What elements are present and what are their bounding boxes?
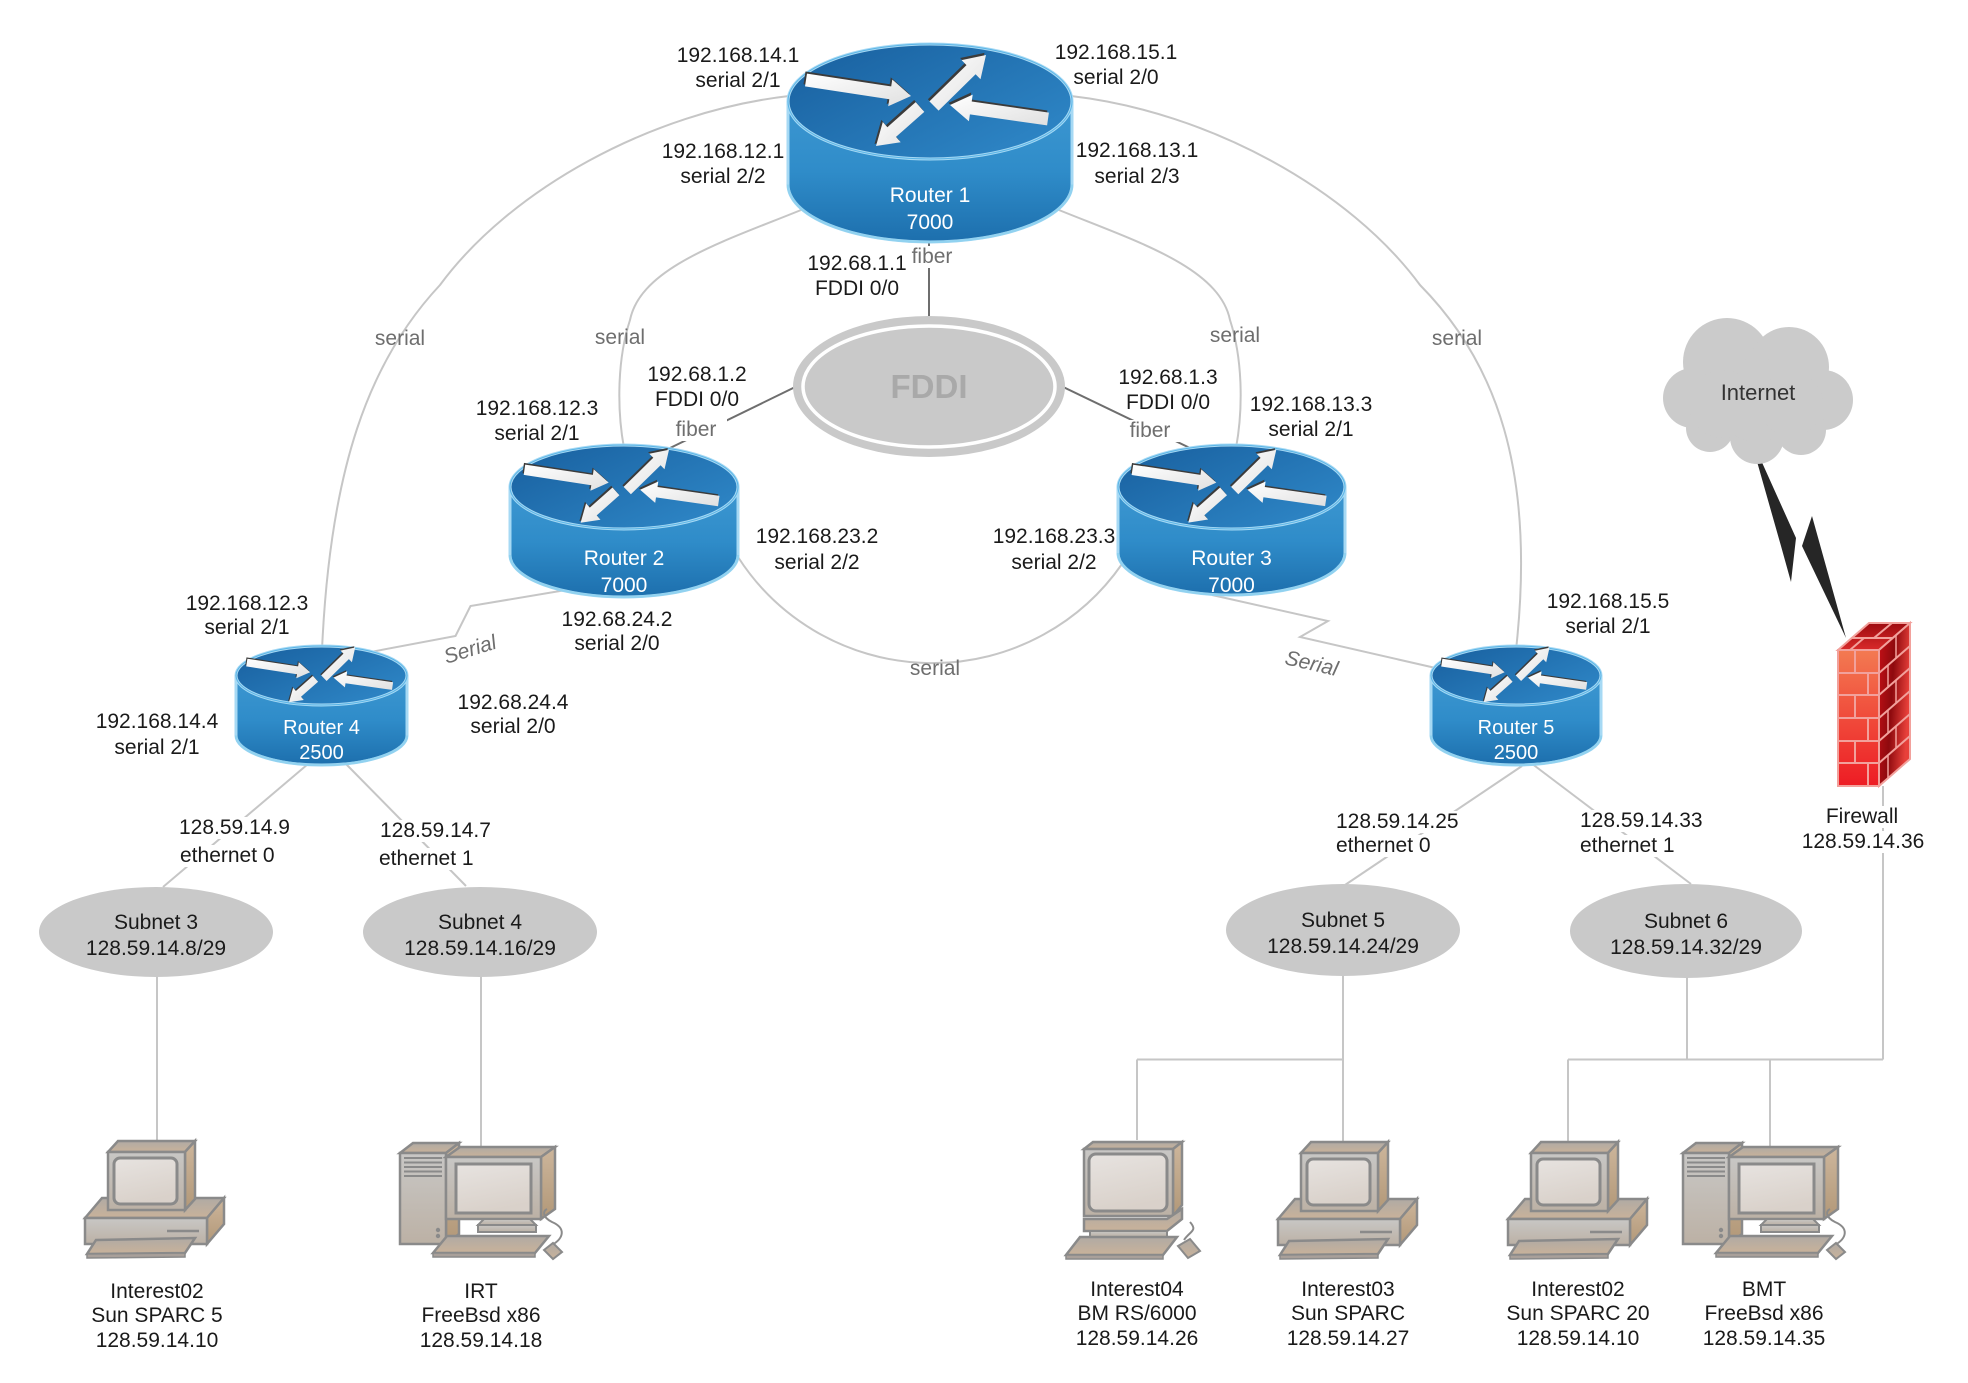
svg-text:192.168.23.2: 192.168.23.2 [756, 525, 879, 548]
svg-text:Firewall: Firewall [1826, 805, 1898, 828]
svg-text:Router 3: Router 3 [1191, 547, 1272, 570]
svg-text:ethernet 0: ethernet 0 [180, 844, 275, 867]
svg-text:serial: serial [910, 657, 960, 680]
svg-text:Router 4: Router 4 [283, 717, 360, 739]
svg-text:serial 2/3: serial 2/3 [1094, 165, 1179, 188]
svg-text:128.59.14.8/29: 128.59.14.8/29 [86, 937, 226, 960]
svg-text:serial 2/1: serial 2/1 [204, 616, 289, 639]
svg-text:192.168.13.3: 192.168.13.3 [1250, 393, 1373, 416]
svg-text:192.168.14.4: 192.168.14.4 [96, 710, 219, 733]
svg-text:FDDI 0/0: FDDI 0/0 [815, 277, 899, 300]
svg-text:serial 2/1: serial 2/1 [494, 422, 579, 445]
svg-text:Interest03: Interest03 [1301, 1278, 1394, 1301]
svg-text:Sun SPARC 20: Sun SPARC 20 [1506, 1302, 1649, 1325]
svg-text:128.59.14.27: 128.59.14.27 [1287, 1327, 1410, 1350]
svg-text:FDDI 0/0: FDDI 0/0 [1126, 391, 1210, 414]
svg-text:fiber: fiber [912, 245, 953, 268]
svg-text:fiber: fiber [676, 418, 717, 441]
svg-text:serial 2/0: serial 2/0 [1073, 66, 1158, 89]
svg-text:192.168.15.1: 192.168.15.1 [1055, 41, 1178, 64]
svg-text:FreeBsd x86: FreeBsd x86 [1704, 1302, 1823, 1325]
svg-text:serial 2/1: serial 2/1 [1268, 418, 1353, 441]
svg-text:serial: serial [595, 326, 645, 349]
svg-text:serial 2/2: serial 2/2 [774, 551, 859, 574]
svg-text:serial 2/1: serial 2/1 [695, 69, 780, 92]
svg-text:128.59.14.24/29: 128.59.14.24/29 [1267, 935, 1419, 958]
svg-text:Router 1: Router 1 [890, 184, 971, 207]
svg-text:7000: 7000 [1208, 574, 1255, 597]
svg-text:192.168.23.3: 192.168.23.3 [993, 525, 1116, 548]
svg-text:Sun SPARC: Sun SPARC [1291, 1302, 1405, 1325]
svg-text:Interest02: Interest02 [110, 1280, 203, 1303]
svg-text:128.59.14.9: 128.59.14.9 [179, 816, 290, 839]
svg-text:Interest02: Interest02 [1531, 1278, 1624, 1301]
svg-text:Sun SPARC 5: Sun SPARC 5 [91, 1304, 223, 1327]
svg-text:Subnet 6: Subnet 6 [1644, 910, 1728, 933]
svg-text:192.168.12.3: 192.168.12.3 [186, 592, 309, 615]
svg-text:192.168.12.3: 192.168.12.3 [476, 397, 599, 420]
svg-text:192.68.1.2: 192.68.1.2 [647, 363, 746, 386]
svg-text:ethernet 1: ethernet 1 [379, 847, 474, 870]
svg-text:ethernet 1: ethernet 1 [1580, 834, 1675, 857]
svg-text:2500: 2500 [1494, 742, 1539, 764]
svg-text:192.68.1.3: 192.68.1.3 [1118, 366, 1217, 389]
svg-text:192.168.13.1: 192.168.13.1 [1076, 139, 1199, 162]
svg-text:Interest04: Interest04 [1090, 1278, 1184, 1301]
svg-text:FreeBsd x86: FreeBsd x86 [421, 1304, 540, 1327]
svg-text:Router 2: Router 2 [584, 547, 665, 570]
svg-text:192.168.15.5: 192.168.15.5 [1547, 590, 1670, 613]
svg-text:128.59.14.35: 128.59.14.35 [1703, 1327, 1826, 1350]
svg-text:192.68.24.4: 192.68.24.4 [458, 691, 569, 714]
svg-text:2500: 2500 [299, 742, 344, 764]
svg-text:serial: serial [1432, 327, 1482, 350]
svg-text:BM RS/6000: BM RS/6000 [1077, 1302, 1196, 1325]
svg-text:192.68.1.1: 192.68.1.1 [807, 252, 906, 275]
svg-text:128.59.14.10: 128.59.14.10 [96, 1329, 219, 1352]
svg-text:128.59.14.7: 128.59.14.7 [380, 819, 491, 842]
svg-text:Router 5: Router 5 [1478, 717, 1555, 739]
svg-text:128.59.14.32/29: 128.59.14.32/29 [1610, 936, 1762, 959]
svg-text:128.59.14.26: 128.59.14.26 [1076, 1327, 1199, 1350]
svg-text:192.168.12.1: 192.168.12.1 [662, 140, 785, 163]
svg-text:128.59.14.25: 128.59.14.25 [1336, 810, 1459, 833]
svg-text:ethernet 0: ethernet 0 [1336, 834, 1431, 857]
svg-text:192.68.24.2: 192.68.24.2 [562, 608, 673, 631]
svg-text:serial: serial [375, 327, 425, 350]
svg-text:serial: serial [1210, 324, 1260, 347]
svg-text:serial 2/1: serial 2/1 [114, 736, 199, 759]
svg-text:serial 2/2: serial 2/2 [680, 165, 765, 188]
svg-text:128.59.14.36: 128.59.14.36 [1802, 830, 1925, 853]
svg-text:Subnet 5: Subnet 5 [1301, 909, 1385, 932]
svg-text:serial 2/0: serial 2/0 [574, 632, 659, 655]
svg-text:fiber: fiber [1130, 419, 1171, 442]
svg-text:7000: 7000 [907, 211, 954, 234]
svg-text:7000: 7000 [601, 574, 648, 597]
svg-text:serial 2/0: serial 2/0 [470, 715, 555, 738]
svg-text:128.59.14.33: 128.59.14.33 [1580, 809, 1703, 832]
svg-text:128.59.14.18: 128.59.14.18 [420, 1329, 543, 1352]
svg-text:192.168.14.1: 192.168.14.1 [677, 44, 800, 67]
svg-text:serial 2/2: serial 2/2 [1011, 551, 1096, 574]
svg-text:Subnet 4: Subnet 4 [438, 911, 522, 934]
svg-text:128.59.14.16/29: 128.59.14.16/29 [404, 937, 556, 960]
svg-text:Subnet 3: Subnet 3 [114, 911, 198, 934]
svg-text:IRT: IRT [464, 1280, 498, 1303]
svg-text:serial 2/1: serial 2/1 [1565, 615, 1650, 638]
svg-text:FDDI: FDDI [891, 368, 968, 405]
svg-text:FDDI 0/0: FDDI 0/0 [655, 388, 739, 411]
svg-text:BMT: BMT [1742, 1278, 1787, 1301]
svg-text:Internet: Internet [1721, 380, 1796, 405]
svg-text:128.59.14.10: 128.59.14.10 [1517, 1327, 1640, 1350]
